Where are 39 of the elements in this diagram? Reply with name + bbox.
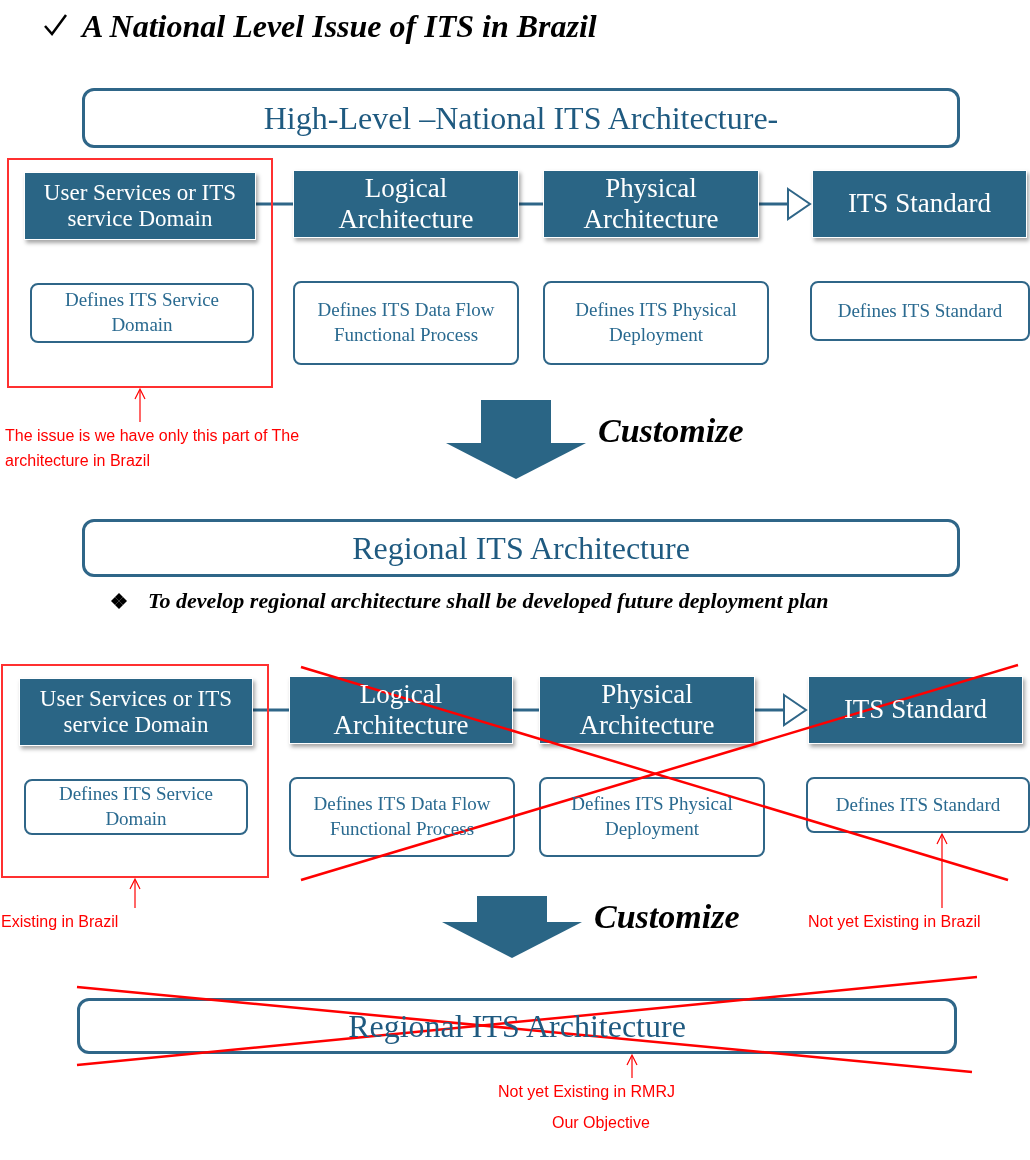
- annotation-text: The issue is we have only this part of The architecture in Brazil: [5, 424, 385, 474]
- annotation-text: Our Objective: [552, 1114, 650, 1132]
- highlight-frame: [1, 664, 269, 878]
- annotation-text: Not yet Existing in RMRJ: [498, 1080, 728, 1104]
- architecture-box: High-Level –National ITS Architecture-: [82, 88, 960, 148]
- architecture-block: Logical Architecture: [293, 170, 519, 238]
- annotation-text: Existing in Brazil: [1, 910, 161, 934]
- hollow-arrow: [755, 694, 807, 726]
- hollow-arrow: [759, 188, 811, 220]
- block-arrow: [442, 896, 582, 958]
- slide-title: A National Level Issue of ITS in Brazil: [82, 8, 597, 45]
- edge-label: Customize: [594, 898, 740, 936]
- description-box: Defines ITS Service Domain: [30, 283, 254, 343]
- connector-line: [519, 202, 543, 206]
- highlight-frame: [7, 158, 273, 388]
- annotation-text: Not yet Existing in Brazil: [808, 910, 1028, 934]
- architecture-block: Physical Architecture: [539, 676, 755, 744]
- leader-arrow: [936, 833, 948, 909]
- bullet-note: To develop regional architecture shall be developed future deployment plan: [148, 588, 829, 614]
- architecture-box: Regional ITS Architecture: [82, 519, 960, 577]
- leader-arrow: [129, 878, 141, 909]
- connector-line: [513, 708, 539, 712]
- description-box: Defines ITS Physical Deployment: [539, 777, 765, 857]
- leader-arrow: [626, 1054, 638, 1079]
- connector-line: [254, 202, 293, 206]
- architecture-block: User Services or ITS service Domain: [19, 678, 253, 746]
- architecture-block: ITS Standard: [812, 170, 1027, 238]
- architecture-block: User Services or ITS service Domain: [24, 172, 256, 240]
- architecture-block: Physical Architecture: [543, 170, 759, 238]
- edge-label: Customize: [598, 412, 744, 450]
- description-box: Defines ITS Physical Deployment: [543, 281, 769, 365]
- block-arrow: [446, 400, 586, 479]
- description-box: Defines ITS Service Domain: [24, 779, 248, 835]
- leader-arrow: [134, 388, 146, 423]
- description-box: Defines ITS Standard: [806, 777, 1030, 833]
- description-box: Defines ITS Data Flow Functional Process: [289, 777, 515, 857]
- description-box: Defines ITS Standard: [810, 281, 1030, 341]
- connector-line: [251, 708, 289, 712]
- description-box: Defines ITS Data Flow Functional Process: [293, 281, 519, 365]
